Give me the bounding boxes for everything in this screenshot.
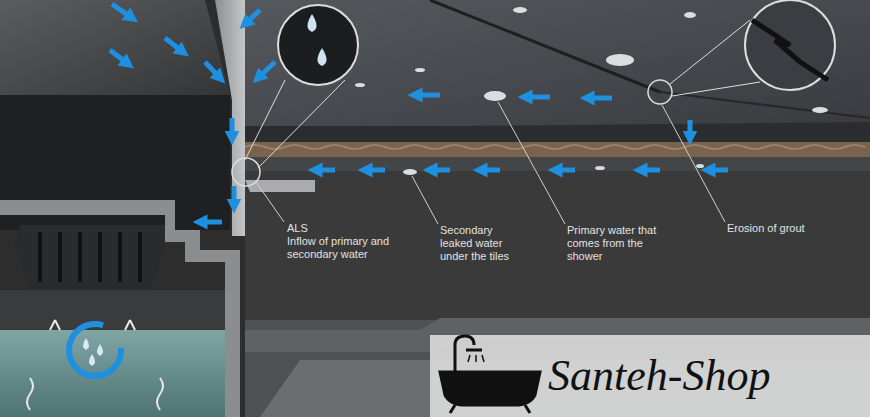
leak-gap [245, 157, 870, 171]
screed-layer [245, 160, 870, 325]
small-circle [648, 80, 672, 104]
flow-arrow [480, 168, 500, 173]
droplet [595, 166, 605, 170]
trap-cover [15, 225, 165, 290]
magnifier-line [258, 80, 345, 168]
leader-line [498, 102, 565, 224]
flow-arrow [525, 95, 550, 100]
channel-grate [0, 0, 230, 95]
flow-arrow [315, 168, 335, 173]
flow-arrow [415, 93, 440, 98]
magnifier-circle [278, 5, 358, 85]
adhesive-layer [245, 142, 870, 157]
als-circle [232, 158, 260, 186]
vapour [157, 378, 163, 410]
flow-arrow [230, 118, 235, 138]
flow-arrow [258, 62, 275, 78]
grout-joint [430, 0, 660, 92]
tile-surface [245, 0, 870, 128]
vapour-lines [27, 378, 163, 410]
grill-bar [138, 232, 142, 282]
flow-arrow [112, 4, 132, 18]
droplet [415, 68, 425, 72]
drop-icon [83, 338, 89, 350]
part-label: ALS [287, 222, 347, 235]
tub-feet [450, 405, 530, 413]
shower-head [466, 349, 482, 352]
grill-bar [98, 232, 102, 282]
drop-icon [89, 354, 95, 366]
grill-bar [78, 232, 82, 282]
shower-spray [468, 355, 484, 362]
drop-icon [97, 344, 103, 356]
up-arrow [50, 320, 60, 330]
flow-arrow [205, 62, 220, 78]
note-label: Inflow of primary and secondary water [287, 235, 405, 261]
trap-water [0, 330, 225, 417]
droplet [684, 12, 696, 18]
note-label: Secondary leaked water under the tiles [440, 224, 520, 263]
tub [440, 372, 540, 405]
droplet [355, 83, 365, 87]
flow-arrow [365, 168, 385, 173]
trap-chamber [0, 290, 225, 330]
magnifier-line [672, 82, 760, 96]
flow-arrow [165, 38, 183, 52]
tile-edge [660, 92, 870, 118]
droplet [513, 7, 527, 13]
leader-line [256, 182, 284, 222]
flow-arrow [555, 168, 575, 173]
trap-grill [40, 232, 140, 282]
cycle-ring [69, 324, 121, 376]
flow-arrow [232, 186, 237, 206]
droplet-magnifier [232, 5, 358, 186]
droplet [696, 164, 704, 168]
up-arrow [125, 320, 135, 330]
flow-arrow [110, 50, 128, 64]
drain-body [0, 200, 240, 417]
flow-arrow [245, 10, 260, 24]
watermark: Santeh-Shop [548, 352, 770, 400]
leader-lines [256, 102, 725, 224]
grill-bar [58, 232, 62, 282]
flow-arrow [587, 96, 612, 101]
magnifier-line [245, 80, 285, 160]
flow-arrow [688, 120, 693, 138]
tap-pipe [455, 336, 474, 372]
drop-icon [318, 48, 327, 66]
grout-magnifier [648, 0, 835, 104]
grill-bar [38, 232, 42, 282]
channel-wall [215, 0, 245, 236]
droplet [484, 91, 506, 101]
leader-line [412, 176, 438, 224]
droplet [812, 107, 828, 113]
bathtub-icon [440, 336, 540, 413]
droplet [606, 54, 634, 66]
drop-icon [308, 14, 317, 32]
leader-line [662, 105, 725, 222]
note-label: Erosion of grout [727, 222, 857, 235]
note-label: Primary water that comes from the shower [567, 224, 665, 263]
magnifier-line [670, 20, 750, 84]
adhesive-ridges [245, 145, 865, 149]
vapour [27, 378, 33, 410]
flow-arrow [708, 168, 728, 173]
tile-front [245, 126, 870, 142]
flow-arrow [640, 168, 660, 173]
flow-arrow [200, 220, 222, 225]
droplet [403, 169, 417, 175]
seal-icon [50, 320, 135, 376]
flow-arrow [430, 168, 450, 173]
watermark-banner [430, 335, 870, 417]
eroded-grout [752, 20, 828, 80]
grill-bar [118, 232, 122, 282]
magnifier-circle [745, 0, 835, 90]
